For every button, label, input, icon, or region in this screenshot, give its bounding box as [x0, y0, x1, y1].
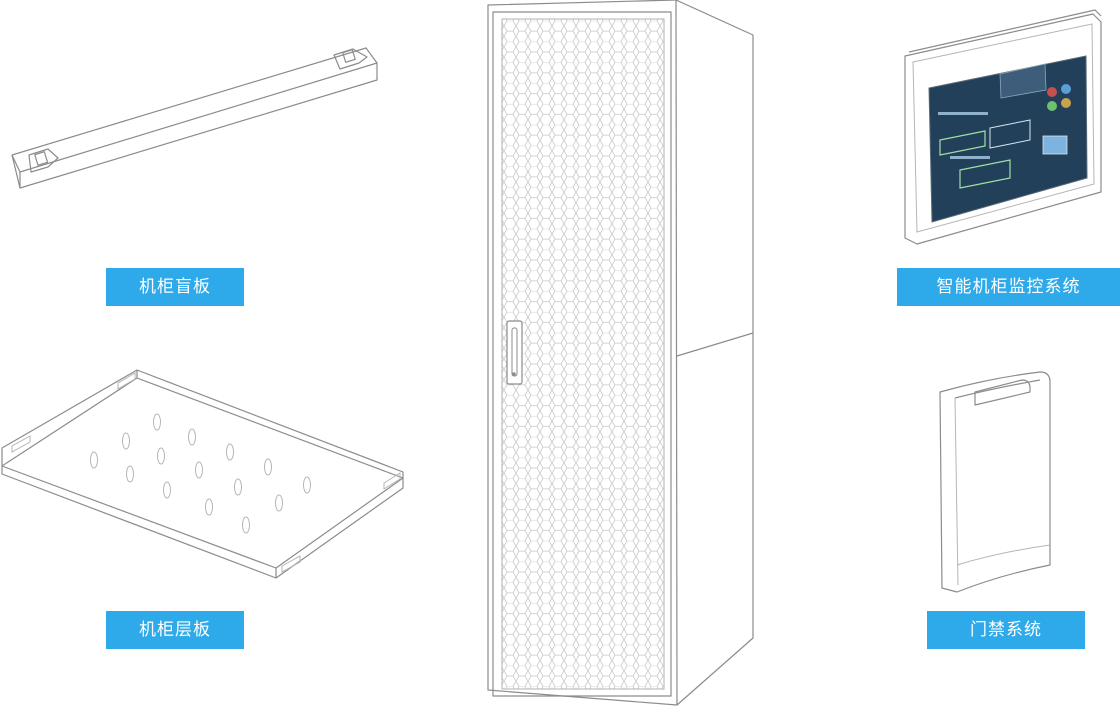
- touch-panel-icon: [904, 9, 1102, 245]
- blank-panel-label: 机柜盲板: [106, 268, 244, 306]
- blank-panel-icon: [11, 47, 378, 189]
- access-control-label: 门禁系统: [927, 611, 1085, 649]
- shelf-label: 机柜层板: [106, 611, 244, 649]
- server-cabinet-icon: [487, 0, 754, 706]
- monitoring-system-label: 智能机柜监控系统: [897, 268, 1120, 306]
- card-reader-icon: [939, 371, 1051, 593]
- shelf-icon: [1, 369, 404, 579]
